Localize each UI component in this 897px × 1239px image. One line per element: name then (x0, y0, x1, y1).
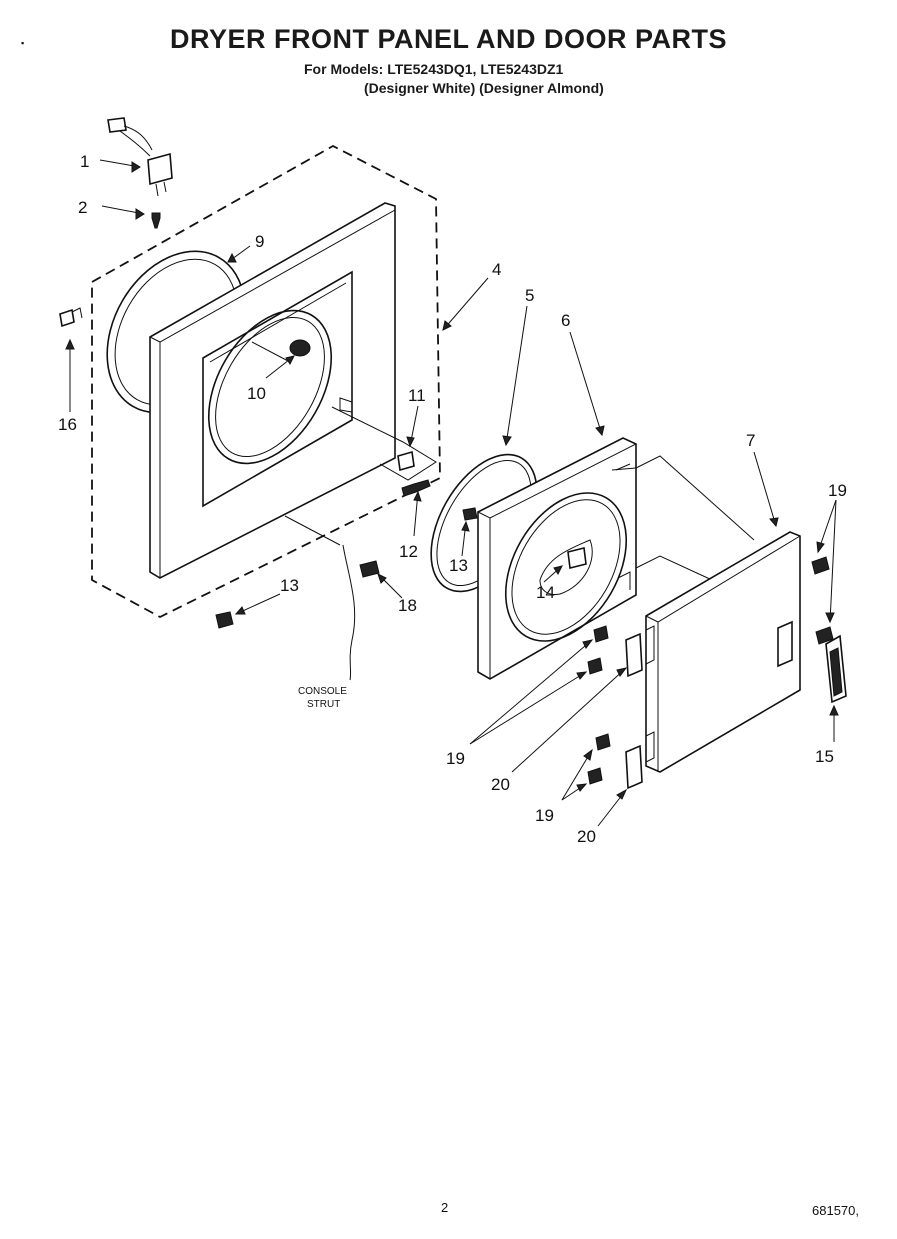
callout-19-handle: 19 (828, 481, 847, 500)
callout-20-lower: 20 (577, 827, 596, 846)
console-strut-line (342, 544, 356, 681)
hinge-screws (587, 625, 611, 785)
latch-clip (397, 450, 415, 472)
upper-hinge (625, 632, 643, 678)
projection-lines (611, 455, 755, 581)
callout-7: 7 (746, 431, 755, 450)
callout-6: 6 (561, 311, 570, 330)
callout-13-door: 13 (449, 556, 468, 575)
colors-line: (Designer White) (Designer Almond) (364, 80, 604, 96)
callout-19-lower: 19 (535, 806, 554, 825)
corner-mark: ▪ (21, 38, 25, 48)
cabinet-outline (91, 144, 441, 619)
door-switch (107, 117, 173, 197)
drum-lamp (289, 339, 311, 357)
callout-16: 16 (58, 415, 77, 434)
callout-19-upper: 19 (446, 749, 465, 768)
callout-2: 2 (78, 198, 87, 217)
page-title: DRYER FRONT PANEL AND DOOR PARTS (169, 24, 727, 54)
front-panel (149, 202, 437, 579)
callout-12: 12 (399, 542, 418, 561)
door-handle (825, 634, 847, 704)
page-number: 2 (441, 1200, 449, 1215)
console-strut-label-2: STRUT (307, 699, 340, 710)
callout-20-upper: 20 (491, 775, 510, 794)
callout-9: 9 (255, 232, 264, 251)
callout-11: 11 (408, 386, 426, 405)
handle-screws (811, 556, 834, 645)
console-screw-18 (359, 560, 380, 578)
door-strike (59, 307, 83, 328)
switch-screw (151, 212, 161, 229)
callout-10: 10 (247, 384, 266, 403)
outer-door (645, 531, 801, 773)
document-number: 681570, (812, 1203, 859, 1218)
callout-15: 15 (815, 747, 834, 766)
inner-door-panel (477, 437, 637, 680)
models-line: For Models: LTE5243DQ1, LTE5243DZ1 (304, 61, 564, 77)
panel-screw-13b (215, 611, 234, 629)
panel-screw-12 (401, 479, 431, 497)
console-strut-label-1: CONSOLE (298, 686, 347, 697)
door-screw-13a (462, 507, 478, 521)
callout-18: 18 (398, 596, 417, 615)
callout-14: 14 (536, 583, 555, 602)
callout-5: 5 (525, 286, 534, 305)
leader-lines (65, 159, 839, 827)
callout-1: 1 (80, 152, 89, 171)
lower-hinge (625, 744, 643, 790)
callout-13-panel: 13 (280, 576, 299, 595)
callout-4: 4 (492, 260, 501, 279)
